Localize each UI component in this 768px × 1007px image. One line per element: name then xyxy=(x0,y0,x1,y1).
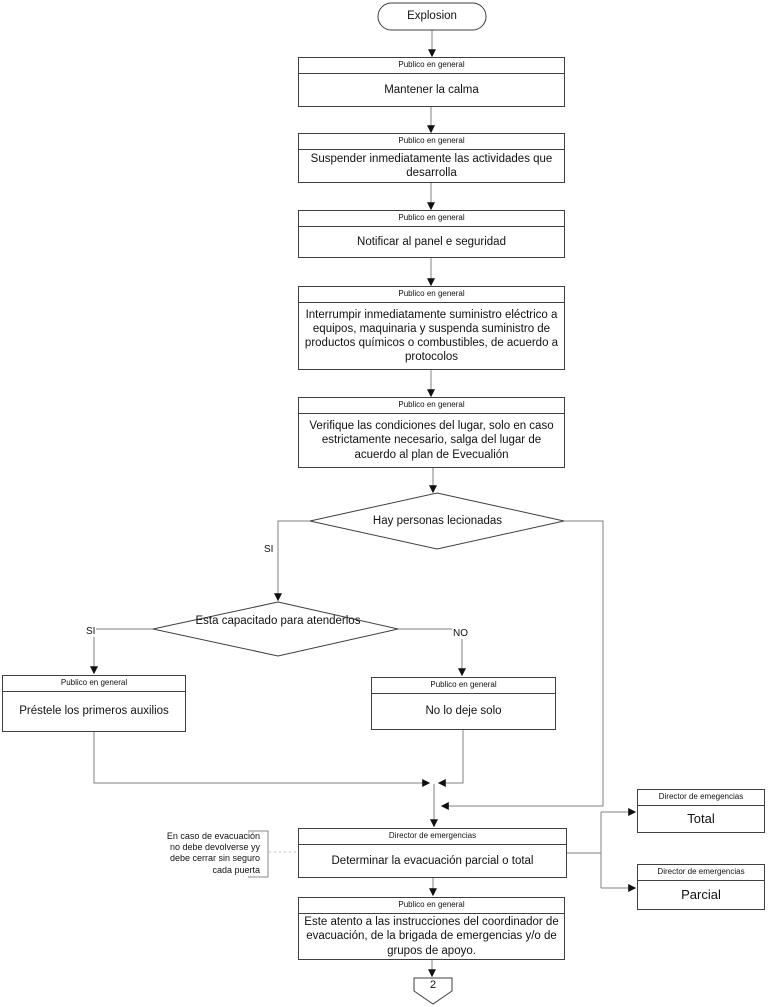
actor-header: Publico en general xyxy=(299,58,564,74)
branch-label-no: NO xyxy=(452,628,469,639)
process-primeros-auxilios: Publico en general Préstele los primeros… xyxy=(2,675,186,732)
annotation-note: En caso de evacuación no debe devolverse… xyxy=(30,831,260,876)
connector-firstaid-merge xyxy=(93,732,431,787)
branch-label-si-1: SI xyxy=(263,544,275,555)
actor-header: Director de emergencias xyxy=(638,865,764,881)
process-interrumpir-suministro: Publico en general Interrumpir inmediata… xyxy=(298,286,565,370)
process-text: Notificar al panel e seguridad xyxy=(357,235,506,248)
process-verifique-condiciones: Publico en general Verifique las condici… xyxy=(298,397,565,468)
decision1-label: Hay personas lecionadas xyxy=(372,515,503,527)
actor-header: Publico en general xyxy=(3,676,185,692)
process-text: Suspender inmediatamente las actividades… xyxy=(310,152,553,179)
offpage-connector-label: 2 xyxy=(429,979,437,991)
process-text: No lo deje solo xyxy=(425,705,502,718)
connector-decision1-si-decision2 xyxy=(274,520,311,602)
decision2-label: Esta capacitado para atenderlos xyxy=(195,615,361,627)
connector-stay-merge xyxy=(437,730,464,787)
process-mantener-calma: Publico en general Mantener la calma xyxy=(298,57,565,107)
actor-header: Publico en general xyxy=(372,678,555,694)
actor-header: Publico en general xyxy=(299,398,564,414)
process-determinar-evacuacion: Director de emergencias Determinar la ev… xyxy=(298,828,567,878)
process-suspender-actividades: Publico en general Suspender inmediatame… xyxy=(298,133,565,183)
process-text: Parcial xyxy=(681,887,721,903)
actor-header: Director de emegencias xyxy=(638,790,764,806)
process-text: Préstele los primeros auxilios xyxy=(19,705,169,718)
actor-header: Publico en general xyxy=(299,287,564,303)
process-notificar-panel: Publico en general Notificar al panel e … xyxy=(298,210,565,258)
process-text: Interrumpir inmediatamente suministro el… xyxy=(304,308,559,364)
process-text: Total xyxy=(687,811,715,827)
connector-decision2-si-firstaid xyxy=(90,628,153,675)
process-text: Determinar la evacuación parcial o total xyxy=(331,854,534,867)
branch-label-si-2: SI xyxy=(85,626,97,637)
connector-determine-split xyxy=(567,812,602,888)
actor-header: Publico en general xyxy=(299,211,564,227)
process-este-atento: Publico en general Este atento a las ins… xyxy=(298,897,565,960)
note-line: debe cerrar sin seguro xyxy=(169,853,260,864)
actor-header: Director de emergencias xyxy=(299,829,566,845)
actor-header: Publico en general xyxy=(299,134,564,150)
process-text: Verifique las condiciones del lugar, sol… xyxy=(309,420,554,461)
process-no-deje-solo: Publico en general No lo deje solo xyxy=(371,677,556,730)
note-line: cada puerta xyxy=(212,864,260,875)
process-parcial: Director de emergencias Parcial xyxy=(637,864,765,910)
process-text: Este atento a las instrucciones del coor… xyxy=(304,916,559,957)
process-total: Director de emegencias Total xyxy=(637,789,765,833)
note-line: En caso de evacuación xyxy=(166,831,260,841)
decision2-diamond xyxy=(152,601,399,657)
terminator-label: Explosion xyxy=(407,10,457,22)
process-text: Mantener la calma xyxy=(384,83,479,96)
connector-decision1-no-merge xyxy=(440,520,604,810)
actor-header: Publico en general xyxy=(299,898,564,914)
note-line: no debe devolverse yy xyxy=(169,842,260,853)
